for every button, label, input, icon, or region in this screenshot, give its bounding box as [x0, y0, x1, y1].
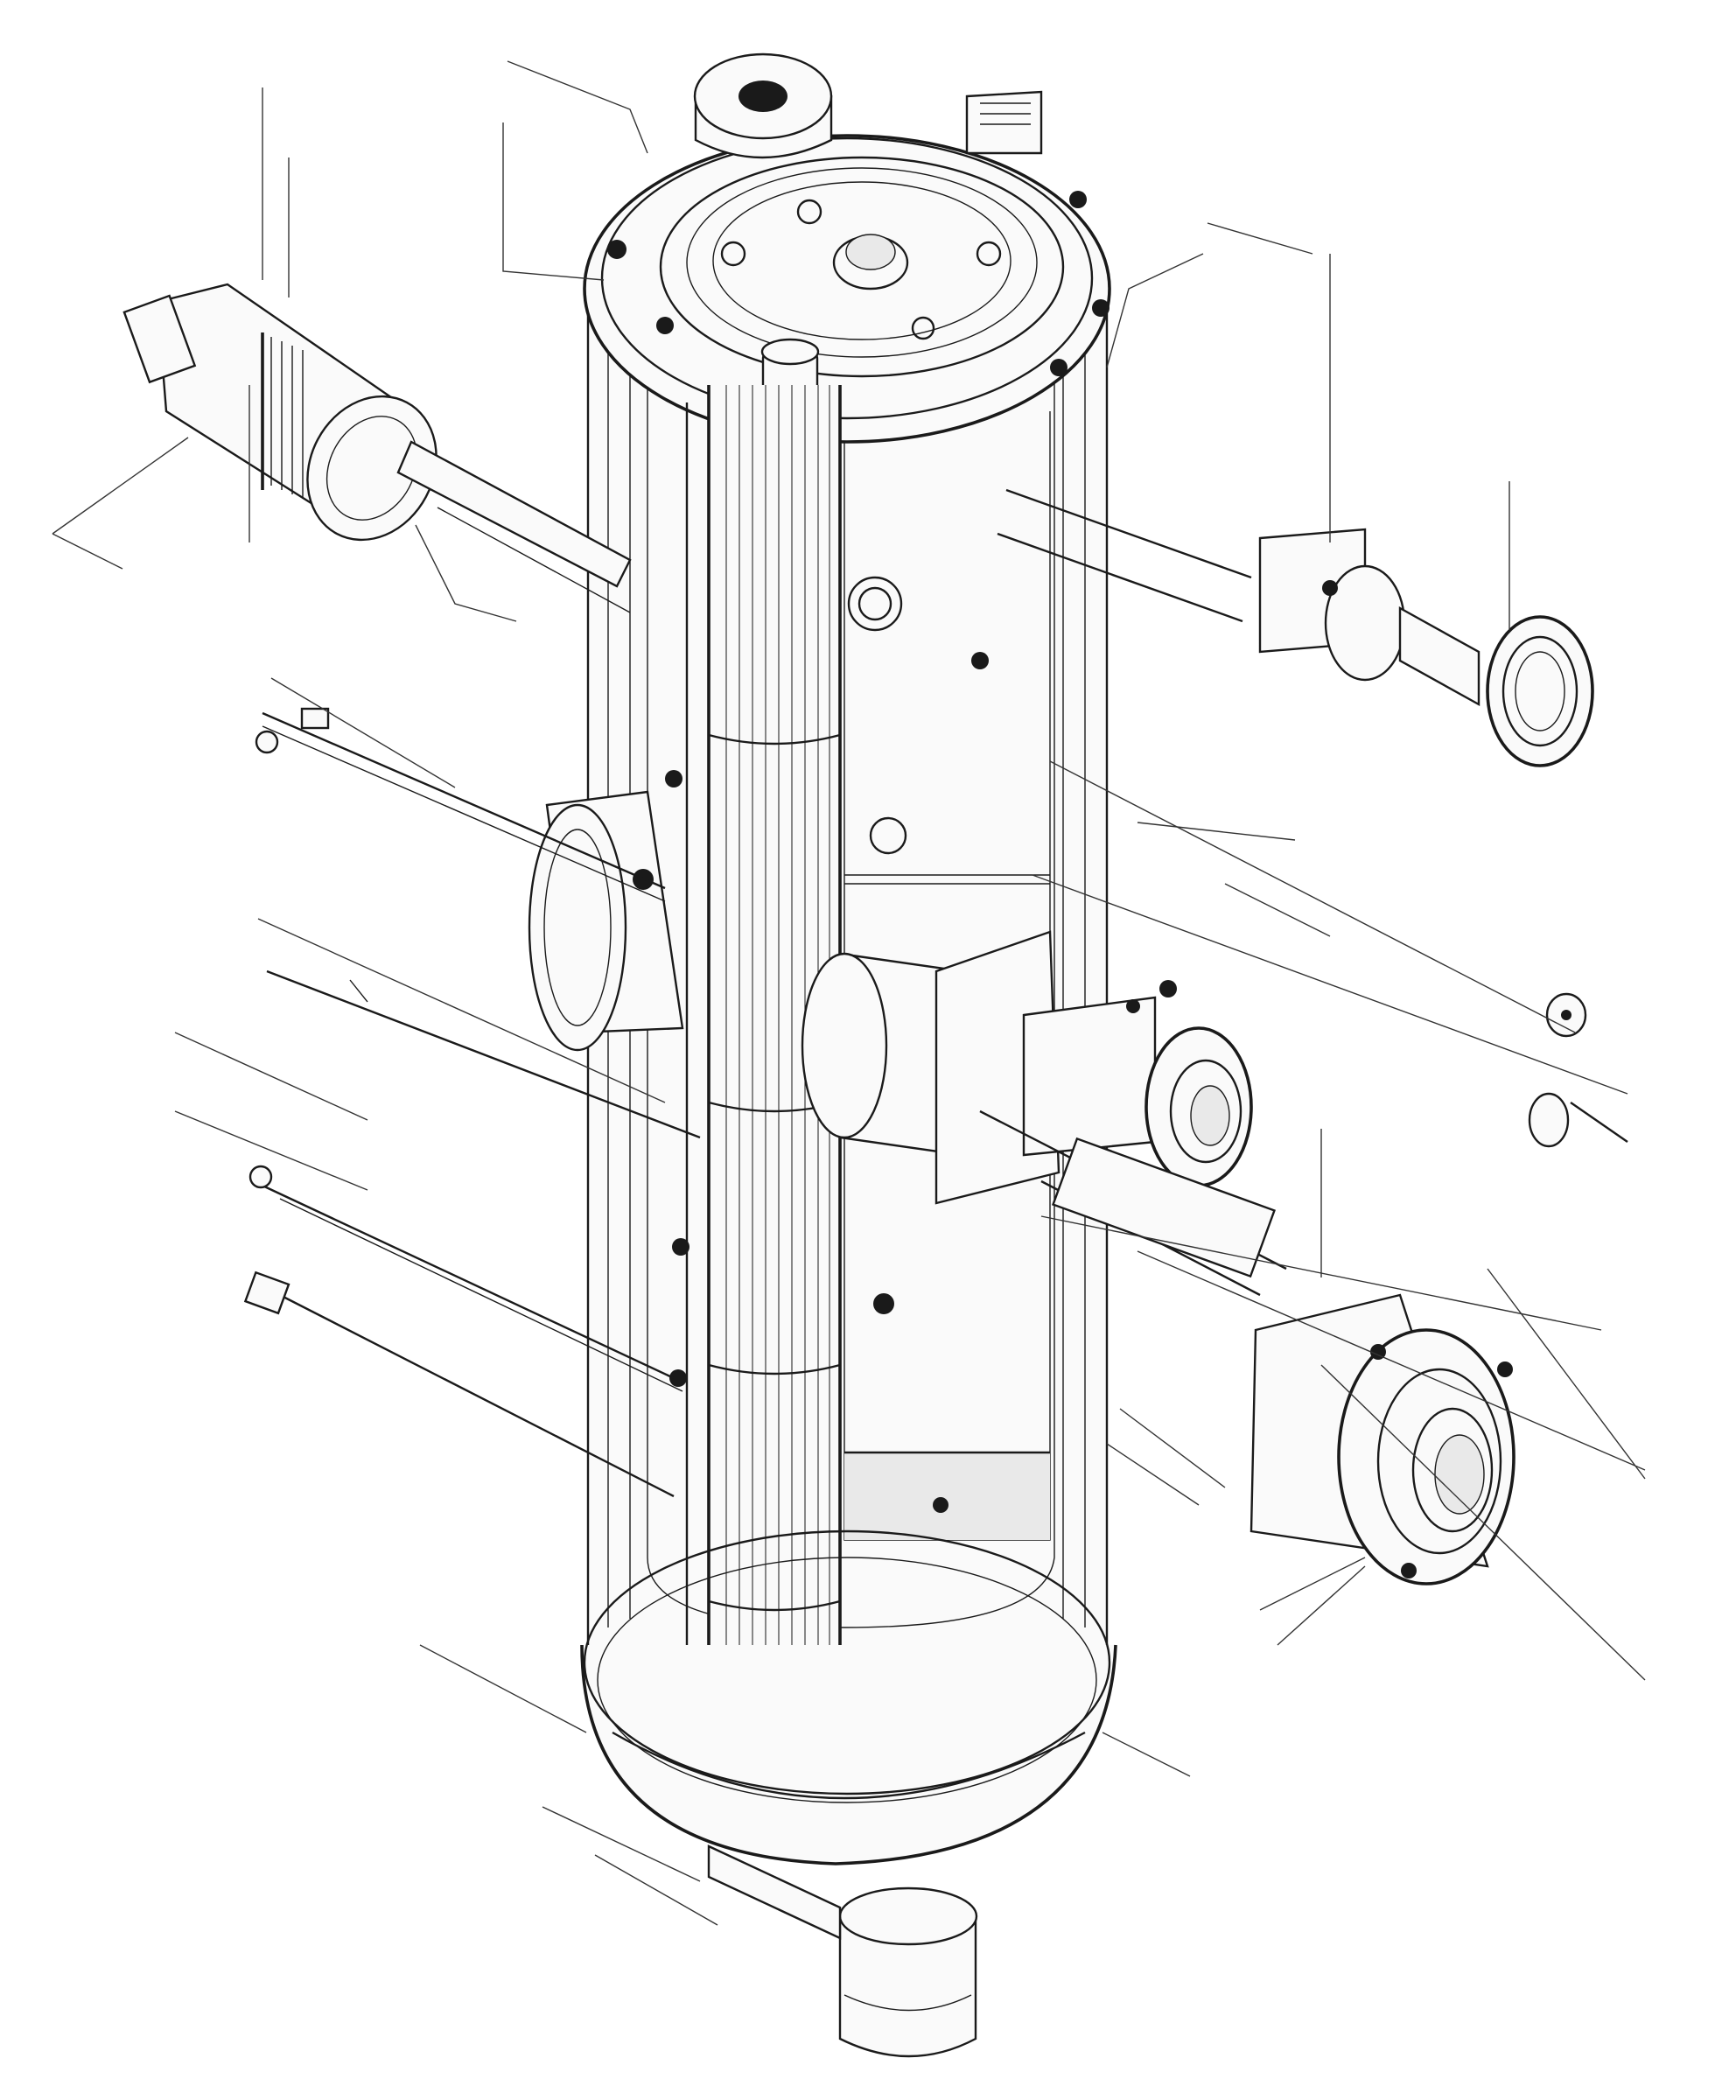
left-rod-fasteners	[243, 707, 1628, 1498]
upper-right-fitting	[997, 488, 1594, 767]
middle-side-branch	[801, 576, 1253, 1763]
top-end-cap	[583, 134, 1111, 444]
leader-lines	[52, 60, 1646, 1926]
lower-right-coupling	[979, 1110, 1516, 1586]
top-inlet-port	[693, 52, 1043, 159]
bottom-base-flange	[580, 1530, 1117, 1866]
bottom-outlet-pipe	[707, 1844, 978, 2058]
upper-left-actuator	[122, 283, 632, 613]
